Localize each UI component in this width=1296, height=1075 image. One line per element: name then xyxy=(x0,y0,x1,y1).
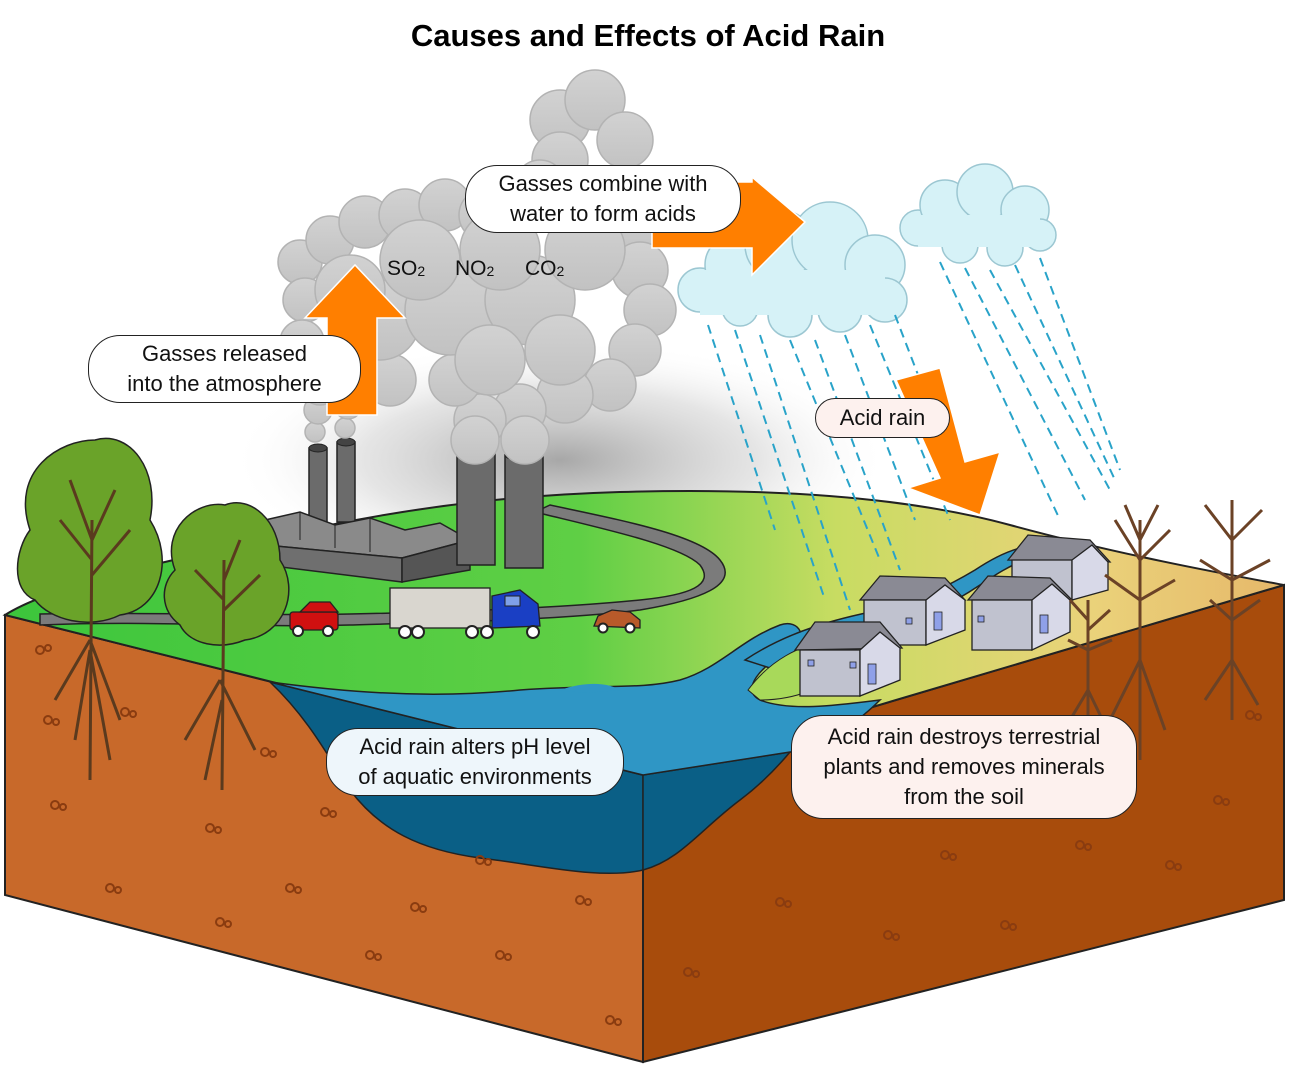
callout-terrestrial-effect: Acid rain destroys terrestrial plants an… xyxy=(791,715,1137,819)
healthy-tree xyxy=(163,502,290,791)
gas-label-so2: SO2 xyxy=(387,257,426,280)
cooling-tower xyxy=(504,454,544,569)
cooling-tower xyxy=(456,451,496,566)
red-truck xyxy=(289,601,340,637)
dead-tree xyxy=(1104,504,1176,760)
diagram-title: Causes and Effects of Acid Rain xyxy=(410,18,886,53)
gas-label-no2: NO2 xyxy=(455,257,495,280)
dead-tree xyxy=(1067,598,1113,740)
semi-truck xyxy=(389,587,541,639)
rain-cloud-right xyxy=(899,163,1057,267)
chimney xyxy=(336,441,356,523)
brown-car xyxy=(593,609,641,634)
lake-cross-section-side xyxy=(642,750,792,871)
lake xyxy=(269,622,883,776)
house xyxy=(793,621,904,697)
callout-gasses-released: Gasses released into the atmosphere xyxy=(88,335,361,403)
down-arrow xyxy=(894,367,1002,516)
house xyxy=(1006,534,1112,601)
soil-pebbles xyxy=(35,644,1262,1026)
healthy-tree xyxy=(16,437,163,781)
callout-acid-rain: Acid rain xyxy=(815,398,950,438)
house xyxy=(966,575,1074,652)
factory xyxy=(264,437,544,583)
lake-inlet xyxy=(560,683,620,693)
callout-aquatic-effect: Acid rain alters pH level of aquatic env… xyxy=(326,728,624,796)
callout-gasses-combine: Gasses combine with water to form acids xyxy=(465,165,741,233)
gas-label-co2: CO2 xyxy=(525,257,565,280)
chimney xyxy=(308,447,328,524)
dead-tree xyxy=(1199,500,1271,720)
